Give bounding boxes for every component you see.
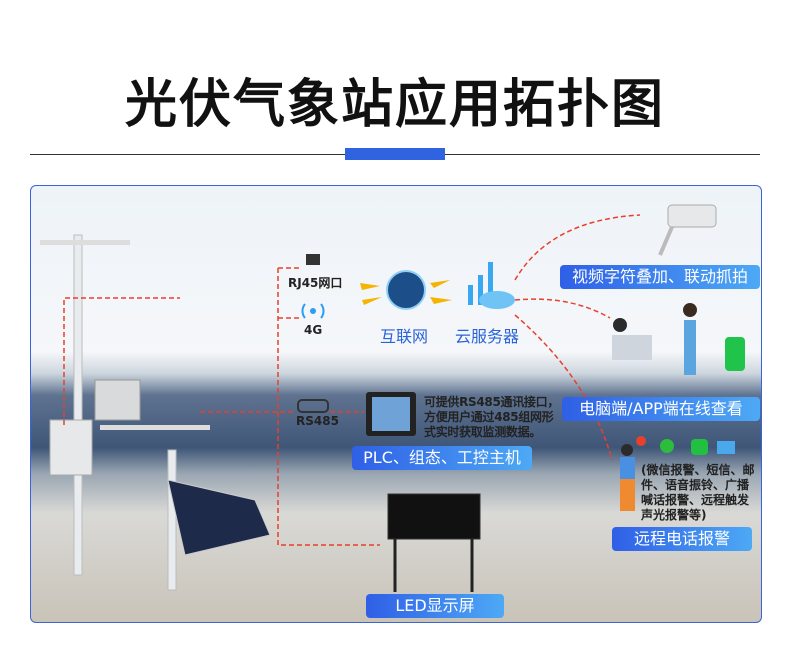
rj45-label: RJ45网口	[288, 276, 343, 290]
weather-station-pole	[40, 234, 271, 591]
plc-tablet	[366, 392, 416, 436]
rs485-port-icon	[297, 399, 329, 413]
people-computer-icon	[612, 303, 745, 375]
rs485-label: RS485	[296, 414, 339, 428]
connection-lines	[63, 214, 641, 546]
internet-globe-icon	[386, 270, 426, 310]
plc-tag: PLC、组态、工控主机	[352, 446, 532, 470]
led-tag: LED显示屏	[366, 594, 504, 618]
alarm-channel-icons	[636, 436, 735, 455]
rj45-icon	[306, 254, 320, 265]
alarm-person-icon	[620, 444, 635, 511]
internet-label: 互联网	[380, 327, 429, 346]
led-display-screen	[387, 493, 481, 592]
page-title: 光伏气象站应用拓扑图	[124, 75, 665, 135]
rs485-description: 可提供RS485通讯接口， 方便用户通过485组网形 式实时获取监测数据。	[424, 395, 560, 439]
cloud-server-icon	[468, 262, 515, 309]
app-tag: 电脑端/APP端在线查看	[562, 397, 760, 421]
divider-accent	[345, 148, 445, 160]
4g-label: 4G	[304, 323, 323, 337]
alarm-description: (微信报警、短信、邮 件、语音振铃、广播 喊话报警、远程触发 声光报警等)	[641, 463, 755, 522]
video-tag: 视频字符叠加、联动抓拍	[560, 265, 760, 289]
alarm-tag: 远程电话报警	[612, 527, 752, 551]
cloud-server-label: 云服务器	[455, 327, 520, 346]
lightning-icons	[360, 280, 452, 305]
camera-icon	[658, 204, 717, 256]
wireless-4g-icon	[301, 303, 325, 319]
